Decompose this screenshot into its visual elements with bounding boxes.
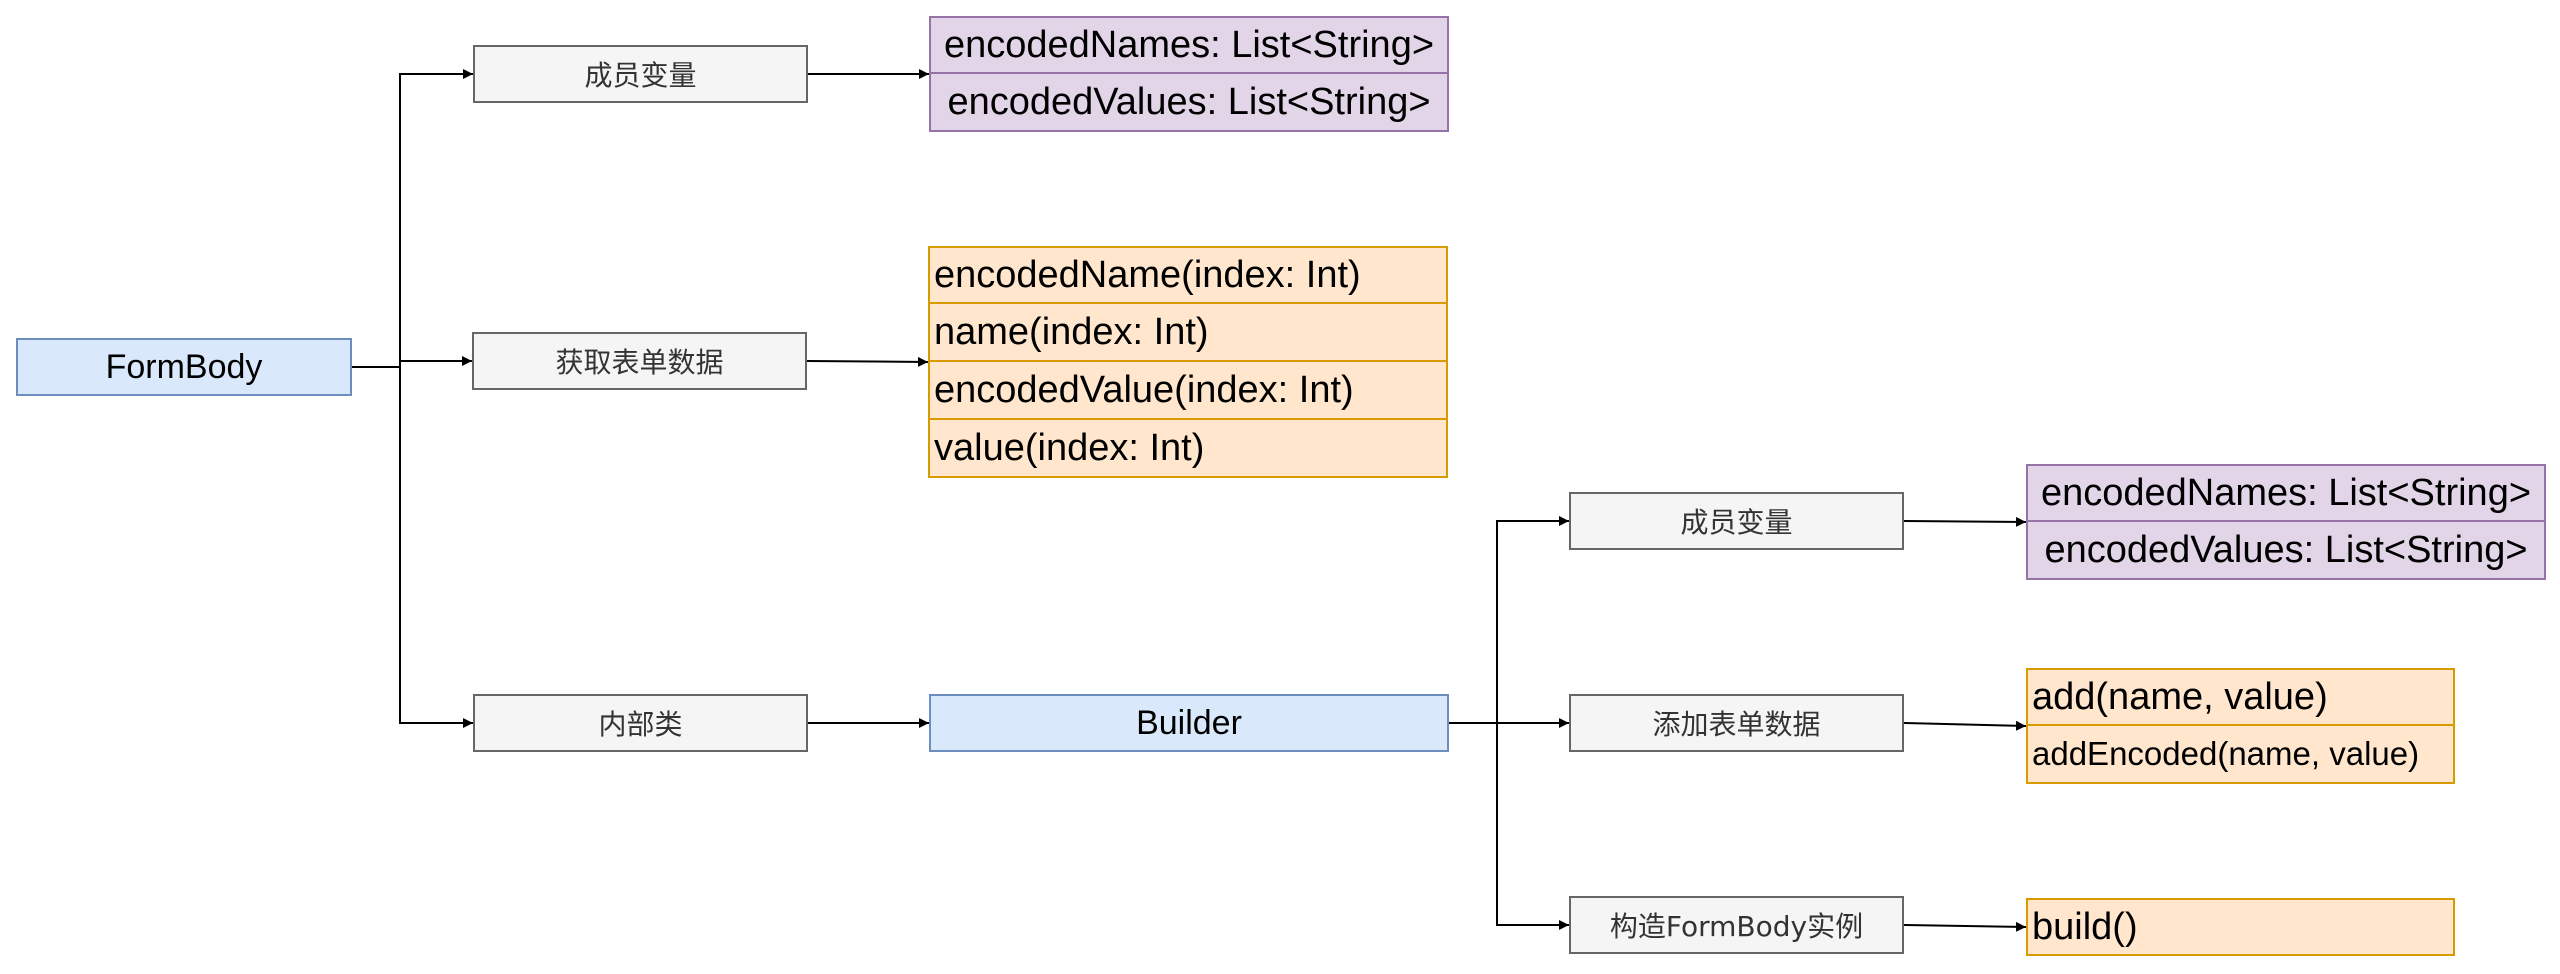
builder-fields-list: encodedNames: List<String> encodedValues… — [2026, 464, 2546, 580]
builder-members-category[interactable]: 成员变量 — [1569, 492, 1904, 550]
method-encoded-value[interactable]: encodedValue(index: Int) — [928, 362, 1448, 420]
formbody-getters-category[interactable]: 获取表单数据 — [472, 332, 807, 390]
edge-b-adders-to-b-methods — [1903, 720, 2027, 731]
edge-fb-getters-to-fb-methods — [806, 356, 929, 367]
builder-node[interactable]: Builder — [929, 694, 1449, 752]
edge-b-construct-to-b-build — [1903, 921, 2027, 932]
edge-builder-to-b-construct — [1449, 722, 1569, 930]
method-name[interactable]: name(index: Int) — [928, 304, 1448, 362]
method-add[interactable]: add(name, value) — [2026, 668, 2455, 726]
edge-formbody-to-fb-members — [352, 69, 473, 368]
formbody-members-category[interactable]: 成员变量 — [473, 45, 808, 103]
builder-build-methods-list: build() — [2026, 898, 2455, 956]
edge-builder-to-b-members — [1449, 516, 1569, 724]
method-build[interactable]: build() — [2026, 898, 2455, 956]
builder-field-encoded-names[interactable]: encodedNames: List<String> — [2026, 464, 2546, 522]
method-encoded-name[interactable]: encodedName(index: Int) — [928, 246, 1448, 304]
formbody-fields-list: encodedNames: List<String> encodedValues… — [929, 16, 1449, 132]
builder-construct-category[interactable]: 构造FormBody实例 — [1569, 896, 1904, 954]
builder-field-encoded-values[interactable]: encodedValues: List<String> — [2026, 522, 2546, 580]
formbody-node[interactable]: FormBody — [16, 338, 352, 396]
builder-adders-category[interactable]: 添加表单数据 — [1569, 694, 1904, 752]
method-add-encoded[interactable]: addEncoded(name, value) — [2026, 726, 2455, 784]
formbody-inner-class-category[interactable]: 内部类 — [473, 694, 808, 752]
method-value[interactable]: value(index: Int) — [928, 420, 1448, 478]
formbody-methods-list: encodedName(index: Int) name(index: Int)… — [928, 246, 1448, 478]
field-encoded-names[interactable]: encodedNames: List<String> — [929, 16, 1449, 74]
edge-formbody-to-fb-inner — [352, 366, 473, 728]
edge-b-members-to-b-fields — [1903, 516, 2027, 527]
builder-add-methods-list: add(name, value) addEncoded(name, value) — [2026, 668, 2455, 784]
field-encoded-values[interactable]: encodedValues: List<String> — [929, 74, 1449, 132]
